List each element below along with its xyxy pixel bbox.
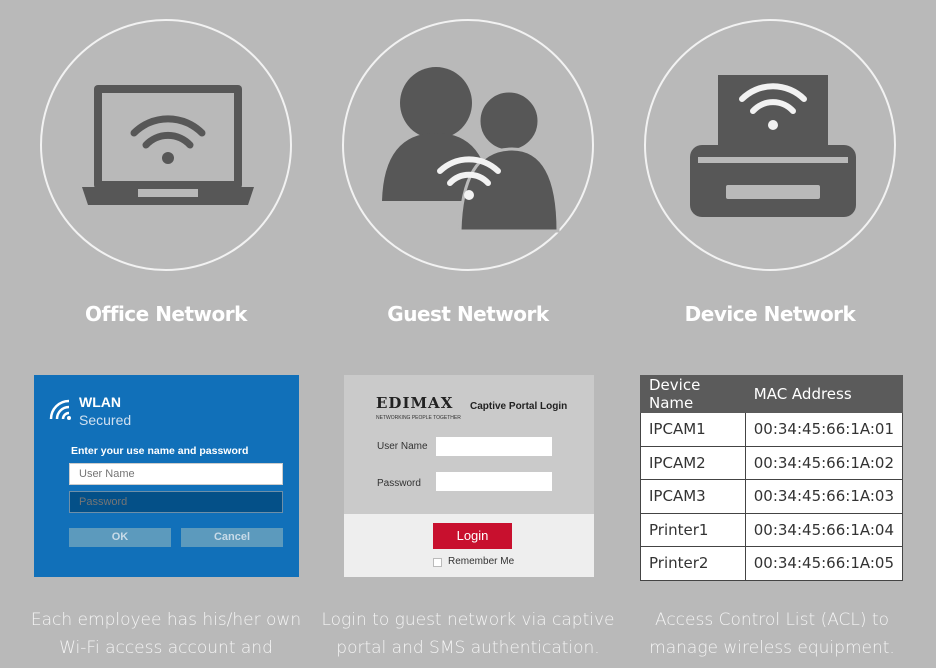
ok-button[interactable]: OK	[69, 528, 171, 547]
wlan-status: Secured	[79, 412, 132, 428]
mac-address: 00:34:45:66:1A:02	[744, 445, 904, 480]
mac-address: 00:34:45:66:1A:04	[744, 512, 904, 547]
captive-password-input[interactable]	[436, 472, 552, 491]
mac-address-header: MAC Address	[744, 375, 904, 413]
device-name: IPCAM1	[640, 412, 746, 447]
device-name: Printer2	[640, 546, 746, 581]
printer-wifi-icon	[690, 75, 856, 217]
mac-address: 00:34:45:66:1A:05	[744, 546, 904, 581]
captive-username-input[interactable]	[436, 437, 552, 456]
desc-line: portal and SMS authentication.	[336, 638, 600, 658]
table-header-row: Device Name MAC Address	[640, 375, 904, 413]
password-input[interactable]	[69, 491, 283, 513]
password-label: Password	[377, 478, 421, 489]
device-network-title: Device Network	[684, 302, 856, 326]
guests-wifi-icon	[382, 67, 560, 233]
wlan-title: WLAN	[79, 394, 121, 410]
device-name-header: Device Name	[640, 375, 746, 413]
device-network-circle	[644, 19, 896, 271]
desc-line: Login to guest network via captive	[321, 610, 615, 630]
mac-address: 00:34:45:66:1A:01	[744, 412, 904, 447]
mac-address: 00:34:45:66:1A:03	[744, 479, 904, 514]
cancel-button[interactable]: Cancel	[181, 528, 283, 547]
username-label: User Name	[377, 441, 428, 452]
device-network-description: Access Control List (ACL) to manage wirel…	[622, 606, 922, 662]
remember-checkbox[interactable]	[433, 558, 442, 567]
guest-network-circle	[342, 19, 594, 271]
laptop-wifi-icon	[82, 85, 254, 205]
wlan-login-panel: WLAN Secured Enter your use name and pas…	[34, 375, 299, 577]
office-network-title: Office Network	[85, 302, 247, 326]
edimax-logo: EDIMAX	[376, 394, 454, 412]
desc-line: Access Control List (ACL) to	[655, 610, 889, 630]
edimax-tagline: NETWORKING PEOPLE TOGETHER	[376, 415, 461, 421]
device-name: IPCAM2	[640, 445, 746, 480]
guest-network-title: Guest Network	[387, 302, 549, 326]
device-name: IPCAM3	[640, 479, 746, 514]
username-input[interactable]	[69, 463, 283, 485]
device-name: Printer1	[640, 512, 746, 547]
captive-footer: Login Remember Me	[344, 514, 594, 577]
remember-label: Remember Me	[448, 556, 515, 567]
wifi-signal-icon	[49, 399, 71, 420]
guest-network-description: Login to guest network via captive portal…	[318, 606, 618, 662]
desc-line: Each employee has his/her own	[30, 610, 302, 630]
desc-line: Wi-Fi access account and	[59, 638, 273, 658]
captive-portal-panel: EDIMAX NETWORKING PEOPLE TOGETHER Captiv…	[344, 375, 594, 577]
login-button[interactable]: Login	[433, 523, 512, 549]
wlan-prompt: Enter your use name and password	[71, 445, 249, 457]
office-network-circle	[40, 19, 292, 271]
captive-heading: Captive Portal Login	[470, 401, 568, 412]
desc-line: manage wireless equipment.	[649, 638, 895, 658]
